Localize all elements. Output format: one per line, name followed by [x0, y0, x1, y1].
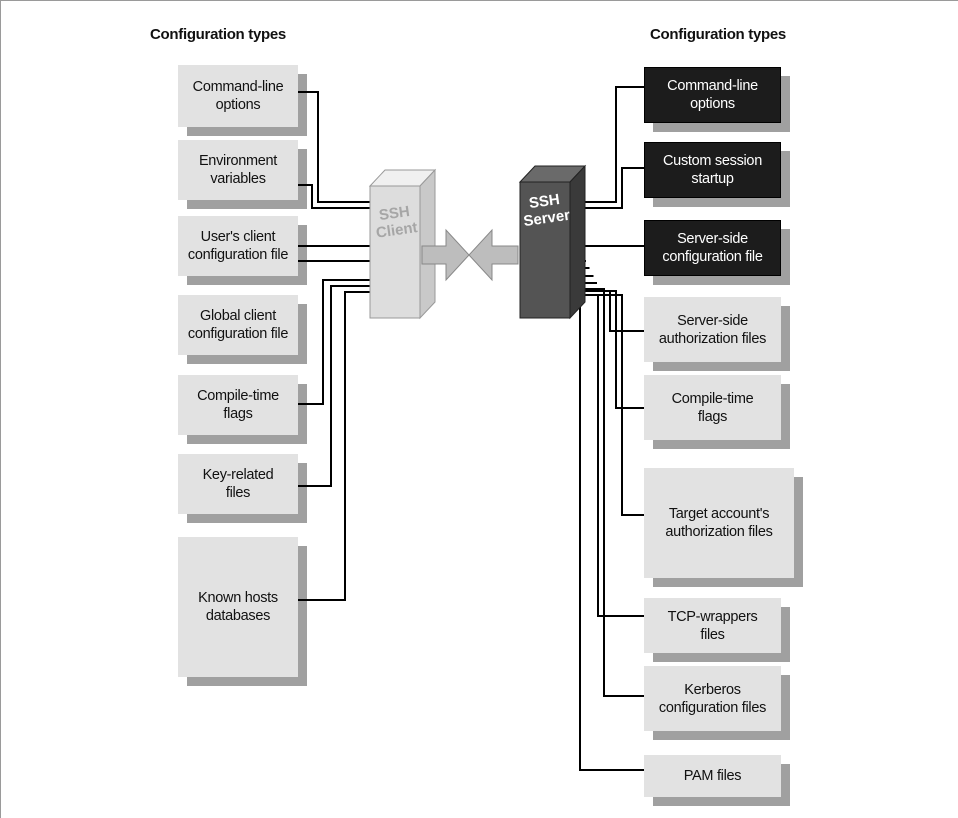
right-heading: Configuration types [650, 26, 786, 43]
client-config-type-box: User's client configuration file [178, 216, 298, 276]
connector-line [570, 294, 644, 617]
client-config-type-label: Environment variables [198, 153, 278, 187]
connector-line [570, 290, 644, 409]
ssh-server-label: SSHServer [520, 190, 571, 230]
server-config-type-label: TCP-wrappers files [667, 608, 758, 643]
client-config-type-box: Environment variables [178, 140, 298, 200]
connector-line [298, 285, 370, 487]
connector-line [298, 184, 370, 209]
connector-line [570, 294, 644, 516]
client-config-type-box: Key-related files [178, 454, 298, 514]
client-config-type-label: Command-line options [192, 79, 284, 113]
connector-line [298, 291, 370, 601]
server-config-type-label: Custom session startup [663, 153, 762, 187]
client-config-type-label: Key-related files [202, 467, 274, 501]
ssh-server-box: SSHServer [518, 164, 587, 320]
ssh-client-box: SSHClient [368, 168, 437, 320]
connector-line [570, 284, 644, 771]
server-config-type-box: Target account's authorization files [644, 468, 794, 578]
server-config-type-box: PAM files [644, 755, 781, 797]
connector-line [570, 167, 644, 209]
server-config-type-label: Server-side configuration file [662, 231, 763, 265]
connector-line [298, 91, 370, 203]
server-config-type-label: Target account's authorization files [665, 506, 773, 540]
server-config-type-box: Server-side authorization files [644, 297, 781, 362]
server-config-type-label: Command-line options [667, 78, 758, 112]
left-heading: Configuration types [150, 26, 286, 43]
connector-line [570, 288, 644, 697]
client-config-type-box: Compile-time flags [178, 375, 298, 435]
server-config-type-label: Compile-time flags [671, 390, 754, 425]
connector-lines [298, 86, 644, 771]
server-config-type-box: Server-side configuration file [644, 220, 781, 276]
server-config-type-box: TCP-wrappers files [644, 598, 781, 653]
client-config-type-label: Global client configuration file [187, 308, 289, 342]
client-config-type-box: Global client configuration file [178, 295, 298, 355]
client-config-type-label: Known hosts databases [198, 590, 278, 624]
server-config-type-label: PAM files [683, 768, 742, 784]
server-config-type-label: Kerberos configuration files [658, 681, 767, 716]
bidirectional-arrow [421, 228, 519, 282]
server-config-type-box: Custom session startup [644, 142, 781, 198]
client-config-type-label: User's client configuration file [187, 229, 289, 263]
connector-line [570, 86, 644, 203]
server-config-type-box: Command-line options [644, 67, 781, 123]
server-config-type-label: Server-side authorization files [658, 312, 767, 347]
server-config-type-box: Kerberos configuration files [644, 666, 781, 731]
client-config-type-box: Known hosts databases [178, 537, 298, 677]
ssh-client-label: SSHClient [373, 202, 419, 241]
client-config-type-label: Compile-time flags [197, 388, 279, 422]
connector-line [298, 279, 370, 405]
client-config-type-box: Command-line options [178, 65, 298, 127]
server-config-type-box: Compile-time flags [644, 375, 781, 440]
